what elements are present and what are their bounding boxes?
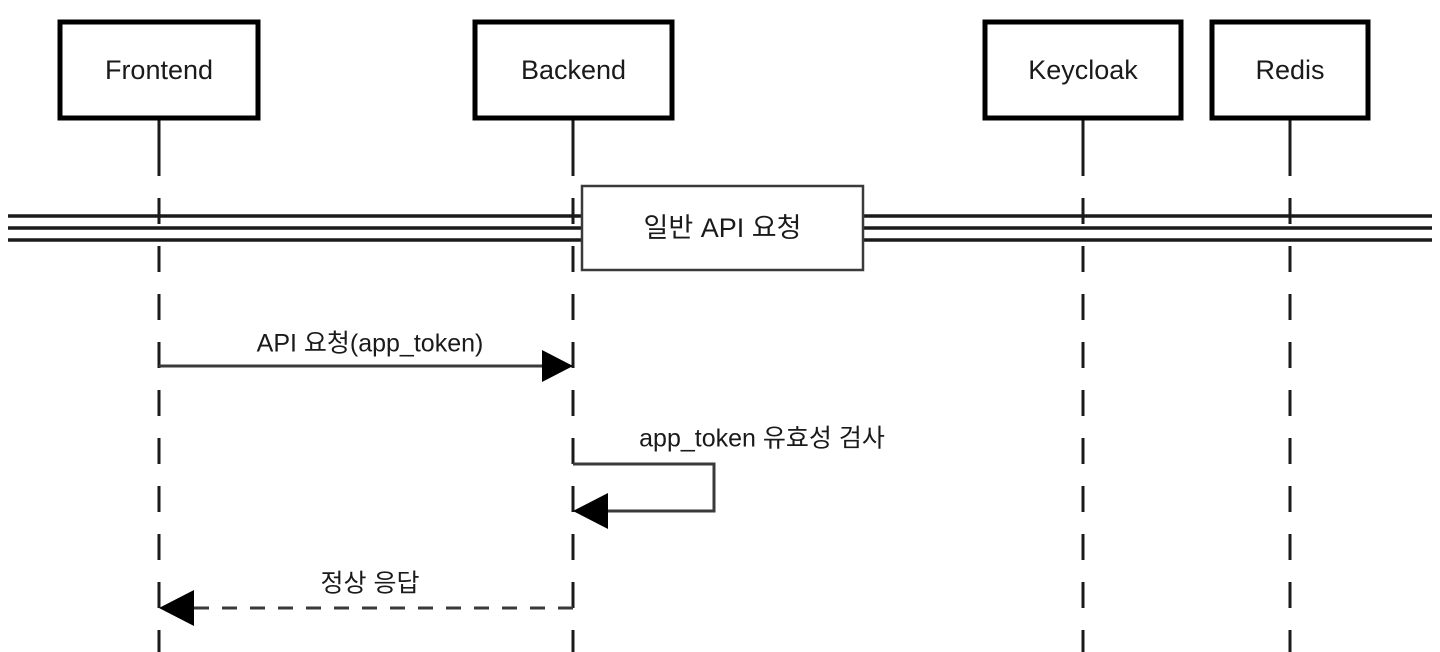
participant-frontend-box[interactable]: [57, 19, 261, 121]
participant-redis[interactable]: Redis: [1209, 19, 1371, 121]
message-self-validate-label: app_token 유효성 검사: [639, 425, 885, 453]
participants-group: Frontend Backend Keycloak Redis: [57, 19, 1371, 121]
divider-rules: [8, 214, 1432, 242]
message-api-request[interactable]: API 요청(app_token): [159, 330, 573, 382]
message-api-request-arrowhead: [542, 350, 573, 382]
divider-box-label: 일반 API 요청: [644, 213, 802, 243]
divider-general-api-request: 일반 API 요청: [580, 184, 865, 272]
lifelines-group: [157, 118, 1292, 652]
participant-backend[interactable]: Backend: [472, 19, 675, 121]
participant-frontend[interactable]: Frontend: [57, 19, 261, 121]
message-normal-response[interactable]: 정상 응답: [159, 570, 573, 626]
participant-backend-box[interactable]: [472, 19, 675, 121]
participant-frontend-label: Frontend: [105, 55, 213, 85]
participant-backend-label: Backend: [521, 55, 626, 85]
message-self-validate[interactable]: app_token 유효성 검사: [573, 425, 885, 529]
message-self-validate-loop[interactable]: [573, 462, 716, 513]
participant-keycloak-box[interactable]: [982, 19, 1184, 121]
message-normal-response-arrowhead: [159, 590, 194, 626]
message-normal-response-label: 정상 응답: [321, 570, 420, 598]
message-self-validate-arrowhead: [573, 493, 608, 529]
participant-redis-box[interactable]: [1209, 19, 1371, 121]
participant-keycloak-label: Keycloak: [1028, 55, 1138, 85]
message-api-request-label: API 요청(app_token): [257, 330, 484, 358]
participant-redis-label: Redis: [1255, 55, 1324, 85]
participant-keycloak[interactable]: Keycloak: [982, 19, 1184, 121]
divider-box-rect: [580, 184, 865, 272]
